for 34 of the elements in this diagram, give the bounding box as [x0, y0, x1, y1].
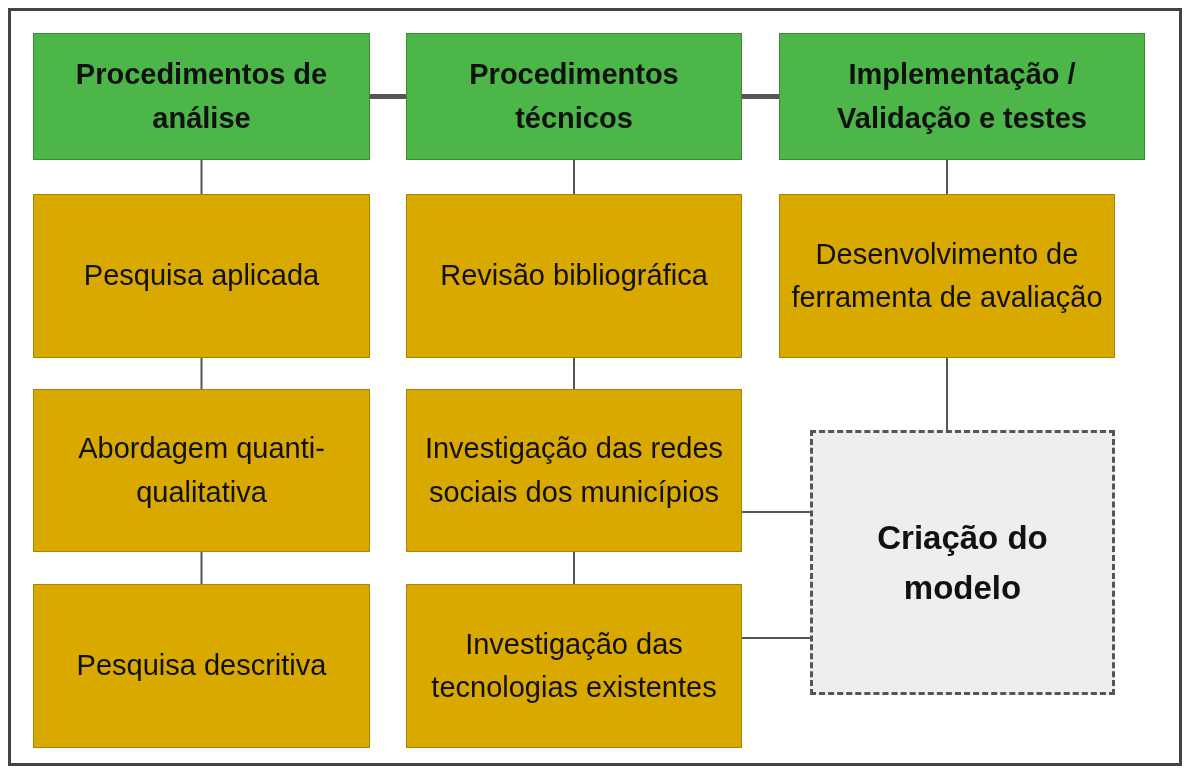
connector-line — [370, 94, 406, 99]
process-box — [406, 194, 742, 358]
connector-line — [741, 511, 811, 513]
process-box — [779, 194, 1115, 358]
connector-line — [946, 159, 948, 195]
process-box — [406, 389, 742, 552]
connector-line — [200, 357, 203, 390]
node-label: Desenvolvimento de ferramenta de avaliação — [790, 236, 1104, 315]
node-label: Revisão bibliográfica — [440, 258, 708, 294]
node-label: Pesquisa aplicada — [83, 258, 320, 294]
node-label: Investigação das tecnologias existentes — [430, 626, 718, 705]
node-label: Abordagem quanti-qualitativa — [77, 431, 326, 510]
process-box — [33, 584, 370, 748]
header-box — [33, 33, 370, 160]
connector-line — [741, 637, 811, 639]
connector-line — [200, 551, 203, 585]
connector-line — [573, 357, 575, 390]
connector-line — [200, 159, 203, 195]
process-box — [406, 584, 742, 748]
connector-line — [742, 94, 779, 99]
header-box — [779, 33, 1145, 160]
process-box — [33, 389, 370, 552]
connector-line — [573, 551, 575, 585]
process-box — [33, 194, 370, 358]
connector-line — [573, 159, 575, 195]
node-label: Pesquisa descritiva — [76, 648, 327, 684]
node-label: Implementação / Validação e testes — [836, 57, 1088, 136]
node-label: Investigação das redes sociais dos municípios — [423, 431, 725, 510]
node-label: Criação do modelo — [876, 518, 1049, 608]
dashed-box — [810, 430, 1115, 695]
connector-line — [946, 357, 948, 431]
node-label: Procedimentos técnicos — [468, 57, 680, 136]
header-box — [406, 33, 742, 160]
node-label: Procedimentos de análise — [74, 57, 329, 136]
